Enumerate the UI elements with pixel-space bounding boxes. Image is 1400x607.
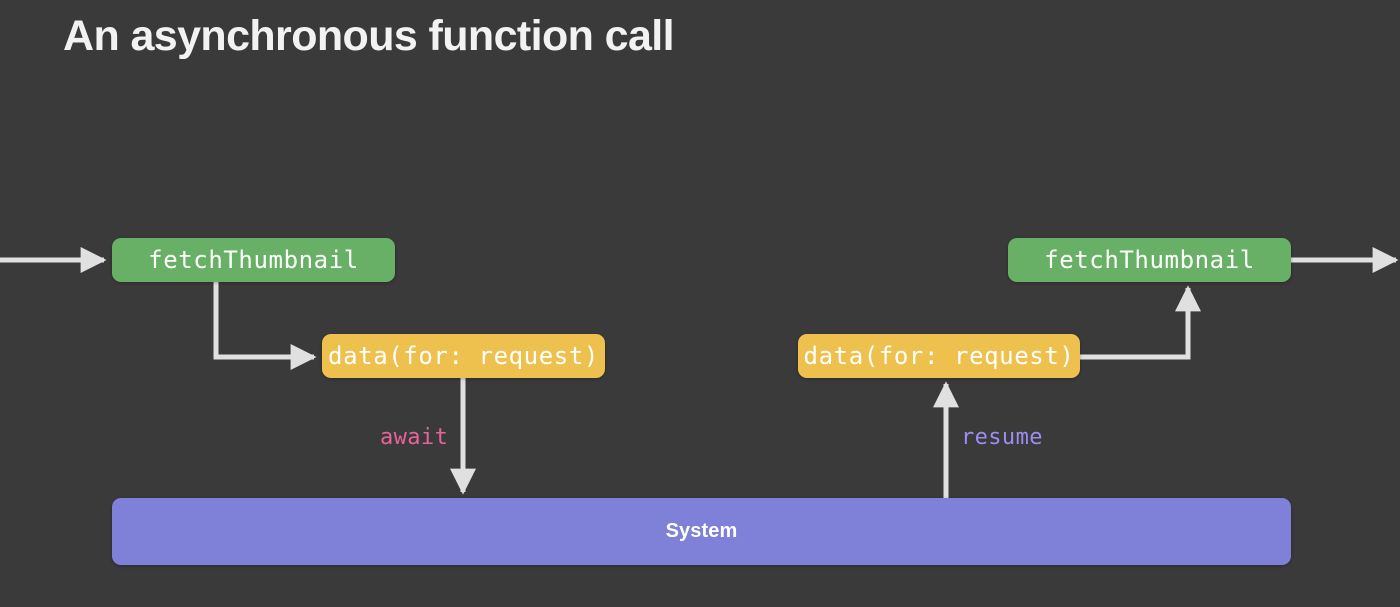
node-data-for-request-right[interactable]: data(for: request): [798, 334, 1080, 378]
edge-label-resume: resume: [961, 425, 1043, 450]
data-right-to-fetch-right-connector: [1080, 285, 1201, 360]
node-label: data(for: request): [803, 342, 1075, 370]
node-label: System: [665, 520, 738, 542]
node-label: fetchThumbnail: [148, 246, 359, 274]
node-fetch-thumbnail-left[interactable]: fetchThumbnail: [112, 238, 395, 282]
fetch-left-to-data-left-connector: [213, 282, 317, 370]
node-system[interactable]: System: [112, 498, 1291, 565]
node-fetch-thumbnail-right[interactable]: fetchThumbnail: [1008, 238, 1291, 282]
page-title: An asynchronous function call: [63, 12, 675, 60]
node-label: data(for: request): [328, 342, 599, 370]
node-label: fetchThumbnail: [1044, 246, 1255, 274]
edge-label-await: await: [380, 425, 449, 450]
node-data-for-request-left[interactable]: data(for: request): [322, 334, 605, 378]
